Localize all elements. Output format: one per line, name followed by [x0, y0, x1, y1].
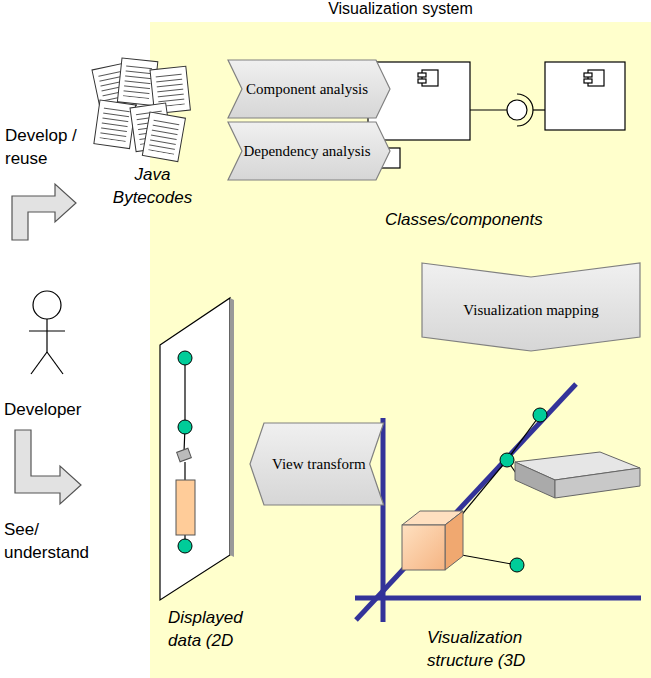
step-label: Component analysis [246, 80, 368, 99]
actor-label: Developer [4, 398, 124, 421]
transform-chevron: View transform [250, 423, 384, 505]
artifact-label: Visualization structure (3D [427, 626, 567, 672]
artifact-label: Classes/components [385, 208, 625, 231]
understand-arrow [15, 430, 81, 504]
develop-arrow [12, 184, 76, 240]
uml-components [368, 62, 625, 168]
action-label: Develop / reuse [5, 124, 80, 170]
analysis-chevron: Dependency analysis [228, 122, 390, 180]
step-label: View transform [272, 455, 366, 474]
artifact-label: Displayed data (2D [168, 606, 268, 652]
step-label: Dependency analysis [243, 142, 370, 161]
analysis-chevron: Component analysis [228, 60, 390, 118]
step-label: Visualization mapping [463, 301, 598, 320]
mapping-chevron: Visualization mapping [422, 263, 640, 351]
system-panel: Visualization systemComponent analysisDe… [150, 22, 651, 678]
action-label: See/ understand [4, 518, 104, 564]
artifact-label: Java Bytecodes [100, 163, 205, 209]
panel-ground [150, 22, 651, 678]
structure-3d [355, 384, 641, 622]
developer-figure [29, 291, 65, 374]
bytecode-documents [92, 58, 190, 162]
display-plane [160, 298, 234, 600]
system-title: Visualization system [150, 0, 651, 19]
